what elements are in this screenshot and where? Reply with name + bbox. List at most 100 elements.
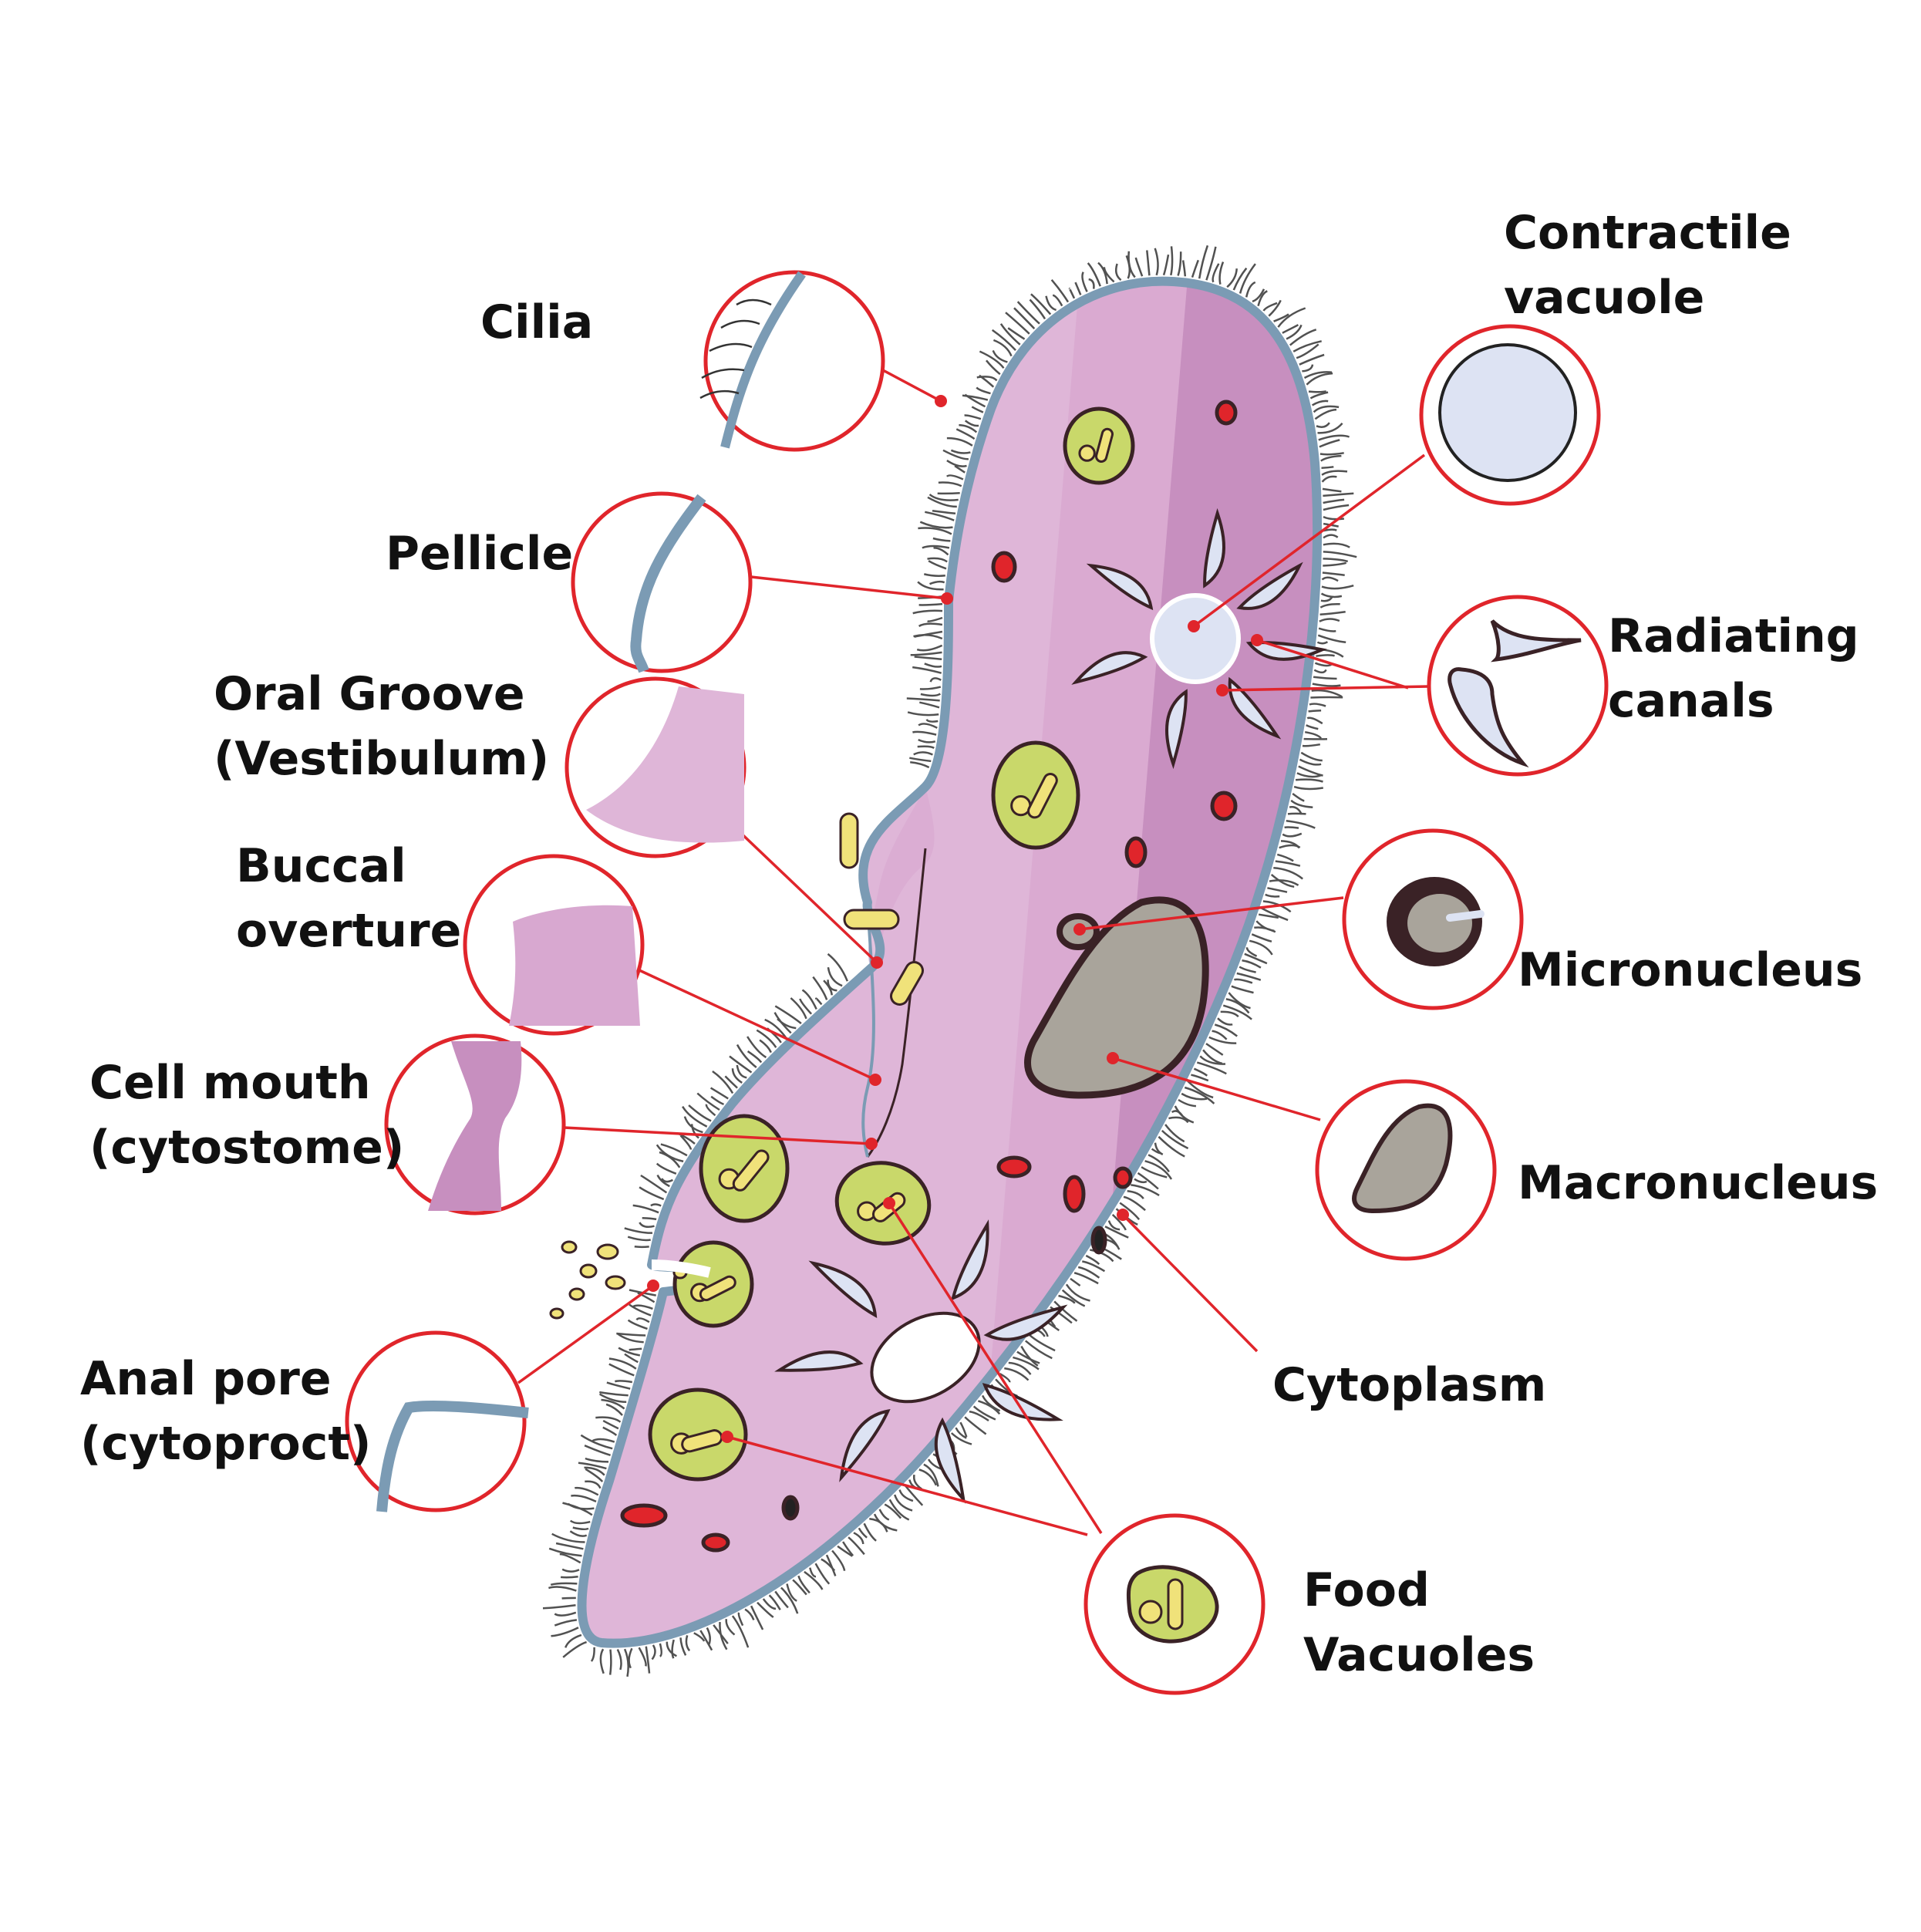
label-micronucleus: Micronucleus [1518, 938, 1862, 1003]
cilium [1252, 934, 1272, 941]
cilium [1323, 500, 1345, 503]
cilium [1199, 245, 1208, 278]
cilium [639, 1647, 646, 1666]
cilium [603, 1428, 617, 1435]
cilium [1178, 251, 1181, 275]
cilium [1313, 677, 1336, 679]
cilium [1323, 489, 1341, 491]
cilium [1164, 255, 1168, 275]
cilium [1172, 1111, 1182, 1115]
cilium [1220, 262, 1223, 285]
cilium [757, 1603, 773, 1617]
cilium [854, 1532, 863, 1544]
cilium [1246, 282, 1255, 297]
cilium [915, 657, 942, 659]
cilium [1261, 908, 1288, 920]
cilium [1127, 1191, 1144, 1199]
particle [598, 1245, 618, 1259]
granule [1065, 1177, 1084, 1211]
cilium [928, 618, 942, 622]
cilium [1316, 655, 1334, 656]
cilium [1136, 258, 1142, 276]
cilium [629, 1320, 648, 1329]
cilium [575, 1488, 598, 1495]
leader-dot [1188, 620, 1200, 632]
label-cell-mouth: Cell mouth(cytostome) [89, 1050, 404, 1180]
leader-dot [941, 592, 953, 605]
granule [1217, 402, 1235, 423]
cilium [907, 699, 940, 701]
cilium [1232, 986, 1254, 993]
cilium [976, 387, 990, 393]
cilium [1239, 967, 1255, 973]
granule [1212, 793, 1235, 819]
cilium [607, 1383, 630, 1389]
cilium [1323, 563, 1346, 566]
granule [622, 1505, 666, 1526]
cilium [628, 1237, 651, 1240]
cilium [1192, 260, 1198, 277]
cilium [554, 1613, 576, 1616]
cilium [660, 1644, 662, 1657]
granule [993, 553, 1015, 581]
cilium [821, 1559, 834, 1571]
cilium [919, 624, 942, 626]
cilium [931, 678, 942, 682]
particle [581, 1265, 596, 1277]
cilium [1018, 302, 1040, 324]
cilium [1323, 544, 1350, 548]
cilium [747, 1037, 766, 1057]
callout-macronucleus [1317, 1081, 1495, 1259]
cilium [912, 667, 942, 673]
cell-body [582, 278, 1357, 1697]
cilium [917, 646, 942, 650]
cilium [925, 663, 942, 666]
cilium [947, 438, 972, 446]
leader-dot [871, 956, 883, 969]
leader-dot [1073, 923, 1086, 936]
cilium [662, 1178, 672, 1182]
callout-food-vacuoles [1086, 1516, 1263, 1693]
food-vacuole [1065, 409, 1133, 483]
cilium [1006, 312, 1030, 334]
cilium [965, 1417, 986, 1434]
cilium [1323, 551, 1356, 557]
cilium [827, 1555, 835, 1576]
cilium [934, 548, 949, 555]
cilium [1321, 456, 1342, 461]
cilium [697, 1094, 720, 1111]
cilium [1323, 558, 1348, 561]
food-particle [1080, 446, 1094, 460]
cilium [790, 998, 806, 1019]
cilium [1299, 355, 1324, 365]
cilium [972, 406, 983, 412]
cilium [1320, 612, 1346, 615]
cilium [1320, 604, 1340, 607]
cilium [726, 1619, 735, 1634]
cilium [1171, 246, 1172, 275]
cilium [928, 561, 946, 568]
cilium [1162, 1131, 1188, 1148]
cilium [932, 511, 955, 514]
cilium [1322, 585, 1353, 588]
cilium [1310, 393, 1328, 399]
cilium [1147, 251, 1149, 276]
leader-line [883, 370, 941, 401]
callout-radiating [1429, 597, 1606, 774]
leader-dot [1251, 634, 1263, 646]
cilium [1212, 1031, 1227, 1040]
cilium [810, 1568, 816, 1577]
cilium [1322, 471, 1347, 475]
cilium [1301, 753, 1323, 760]
cilium [1309, 704, 1326, 706]
label-cilia: Cilia [480, 290, 593, 355]
cilium [1309, 391, 1326, 392]
cilium [1319, 629, 1336, 632]
cilium [911, 652, 942, 655]
cilium [601, 1649, 604, 1674]
granule [999, 1158, 1030, 1176]
cilium [919, 703, 939, 708]
cilium [930, 494, 959, 501]
cilium [1234, 979, 1252, 983]
